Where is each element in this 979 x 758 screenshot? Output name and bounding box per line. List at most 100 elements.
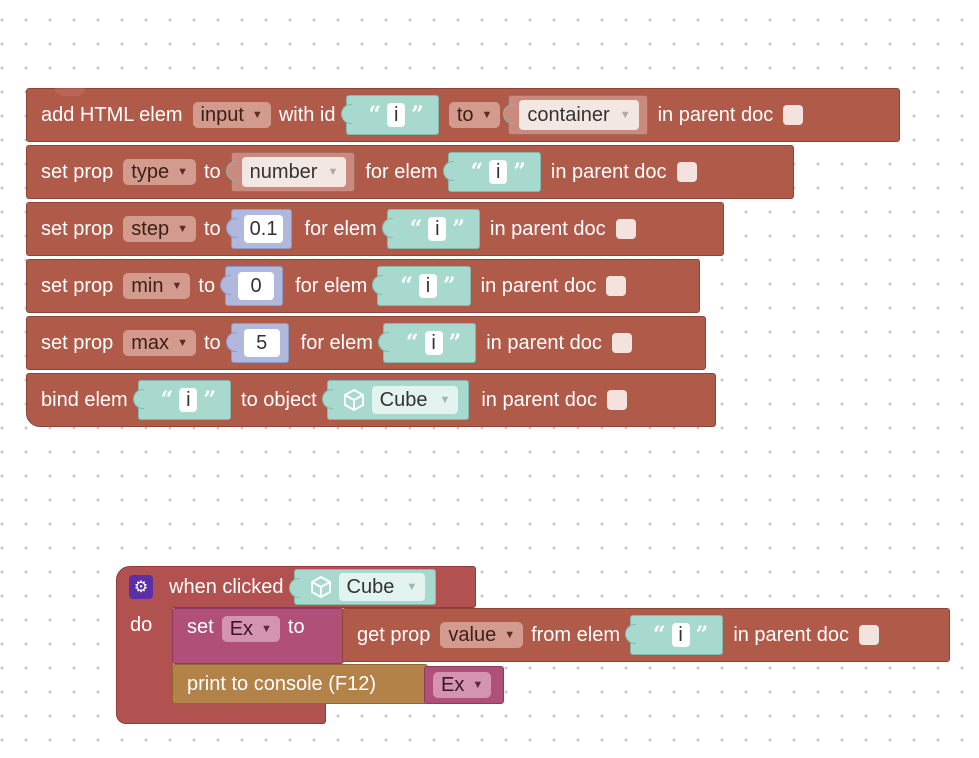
id-string-block[interactable]: “ i ”	[372, 266, 471, 306]
chevron-down-icon: ▼	[439, 394, 451, 406]
set-prop-max-block[interactable]: set prop max▼ to 5 for elem “ i ” in par…	[26, 316, 706, 370]
chevron-down-icon: ▼	[619, 109, 631, 121]
open-quote-icon: “	[400, 273, 413, 299]
number-block[interactable]: 0	[220, 266, 284, 306]
get-prop-block[interactable]: get prop value▼ from elem “ i ” in paren…	[342, 608, 950, 662]
id-text-field[interactable]: i	[428, 217, 447, 241]
parent-doc-checkbox[interactable]	[783, 105, 804, 125]
id-string-block[interactable]: “ i ”	[340, 95, 439, 135]
variable-value: Ex	[229, 617, 254, 640]
open-quote-icon: “	[160, 387, 174, 413]
chevron-down-icon: ▼	[261, 623, 272, 635]
object-value: Cube	[379, 388, 428, 411]
parent-doc-checkbox[interactable]	[606, 390, 627, 410]
value-dropdown-block[interactable]: number▼	[225, 152, 356, 192]
gear-icon[interactable]: ⚙	[129, 575, 153, 599]
target-container-block[interactable]: container▼	[503, 95, 648, 135]
number-field[interactable]: 5	[243, 329, 280, 357]
in-parent-doc-label: in parent doc	[486, 331, 602, 354]
in-parent-doc-label: in parent doc	[550, 160, 667, 183]
event-object-dropdown[interactable]: Cube▼	[338, 573, 426, 601]
bind-elem-block[interactable]: bind elem “ i ” to object Cube▼ in paren…	[26, 373, 716, 427]
set-label: set	[187, 616, 214, 638]
open-quote-icon: “	[368, 102, 382, 128]
id-text-field[interactable]: i	[179, 388, 198, 412]
object-dropdown[interactable]: Cube ▼	[371, 386, 459, 414]
id-string-block[interactable]: “ i ”	[132, 380, 232, 420]
to-dropdown[interactable]: to ▼	[448, 102, 501, 128]
id-text-field[interactable]: i	[671, 623, 690, 647]
chevron-down-icon: ▼	[177, 337, 188, 349]
when-clicked-label: when clicked	[169, 575, 284, 598]
parent-doc-checkbox[interactable]	[615, 219, 636, 239]
to-value: to	[456, 103, 474, 126]
number-field[interactable]: 0.1	[243, 215, 284, 243]
open-quote-icon: “	[405, 330, 419, 356]
number-field[interactable]: 0	[238, 272, 275, 300]
chevron-down-icon: ▼	[481, 109, 493, 121]
set-prop-type-block[interactable]: set prop type▼ to number▼ for elem “ i ”…	[26, 145, 794, 199]
variable-value: Ex	[441, 673, 465, 696]
set-prop-min-block[interactable]: set prop min▼ to 0 for elem “ i ” in par…	[26, 259, 700, 313]
print-console-block[interactable]: print to console (F12)	[172, 664, 428, 704]
id-string-block[interactable]: “ i ”	[381, 209, 481, 249]
object-block[interactable]: Cube ▼	[321, 380, 470, 420]
event-body-rail	[116, 606, 173, 702]
in-parent-doc-label: in parent doc	[490, 217, 606, 240]
set-prop-label: set prop	[41, 274, 114, 297]
with-id-label: with id	[278, 103, 336, 126]
prop-value: type	[131, 160, 170, 183]
parent-doc-checkbox[interactable]	[676, 162, 697, 182]
variable-block[interactable]: Ex ▼	[424, 666, 504, 704]
cube-icon	[343, 389, 364, 411]
in-parent-doc-label: in parent doc	[733, 623, 849, 646]
elem-type-dropdown[interactable]: input▼	[192, 102, 271, 128]
open-quote-icon: “	[409, 216, 423, 242]
id-text-field[interactable]: i	[424, 331, 443, 355]
in-parent-doc-label: in parent doc	[481, 388, 597, 411]
chevron-down-icon: ▼	[171, 280, 183, 292]
to-label: to	[203, 160, 221, 183]
block-notch	[55, 88, 85, 96]
prop-value: max	[131, 331, 170, 354]
prop-dropdown[interactable]: min▼	[123, 273, 191, 299]
for-elem-label: for elem	[300, 331, 373, 354]
number-block[interactable]: 5	[225, 323, 289, 363]
id-text-field[interactable]: i	[387, 103, 406, 127]
prop-dropdown[interactable]: step▼	[123, 216, 196, 242]
prop-dropdown[interactable]: type ▼	[123, 159, 196, 185]
prop-dropdown[interactable]: value▼	[440, 622, 524, 648]
parent-doc-checkbox[interactable]	[858, 625, 879, 645]
set-prop-label: set prop	[41, 217, 114, 240]
close-quote-icon: ”	[448, 330, 462, 356]
close-quote-icon: ”	[513, 159, 526, 185]
id-text-field[interactable]: i	[418, 274, 437, 298]
add-html-elem-block[interactable]: add HTML elem input▼ with id “ i ” to▼ c…	[26, 88, 900, 142]
id-text-field[interactable]: i	[489, 160, 508, 184]
variable-dropdown[interactable]: Ex ▼	[433, 672, 492, 698]
chevron-down-icon: ▼	[504, 629, 516, 641]
value-text: number	[249, 160, 318, 183]
id-string-block[interactable]: “ i ”	[624, 615, 724, 655]
event-object-block[interactable]: Cube▼	[288, 569, 437, 605]
close-quote-icon: ”	[203, 387, 217, 413]
chevron-down-icon: ▼	[472, 679, 484, 691]
target-dropdown[interactable]: container▼	[519, 100, 639, 130]
set-prop-label: set prop	[41, 160, 114, 183]
id-string-block[interactable]: “ i ”	[442, 152, 541, 192]
parent-doc-checkbox[interactable]	[611, 333, 632, 353]
open-quote-icon: “	[653, 622, 666, 648]
number-block[interactable]: 0.1	[225, 209, 293, 249]
to-object-label: to object	[241, 388, 317, 411]
id-string-block[interactable]: “ i ”	[377, 323, 477, 363]
parent-doc-checkbox[interactable]	[606, 276, 627, 296]
set-prop-step-block[interactable]: set prop step▼ to 0.1 for elem “ i ” in …	[26, 202, 724, 256]
chevron-down-icon: ▼	[177, 166, 188, 178]
when-clicked-event-block[interactable]: ⚙ when clicked Cube▼	[116, 566, 476, 608]
value-dropdown[interactable]: number▼	[241, 157, 347, 187]
variable-dropdown[interactable]: Ex ▼	[221, 616, 280, 642]
prop-dropdown[interactable]: max ▼	[123, 330, 196, 356]
set-variable-block[interactable]: set Ex▼ to	[172, 608, 344, 664]
close-quote-icon: ”	[411, 102, 424, 128]
